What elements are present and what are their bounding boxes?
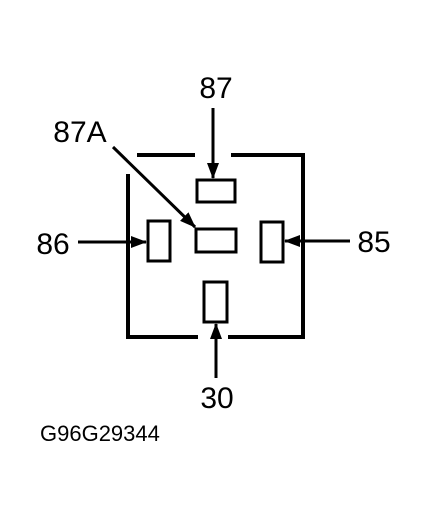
- label-87: 87: [199, 72, 232, 105]
- label-85: 85: [357, 226, 390, 259]
- arrow-87a: [111, 145, 197, 229]
- terminal-85: [259, 220, 285, 264]
- leader-arrows: [78, 108, 350, 378]
- label-86: 86: [36, 228, 69, 261]
- terminal-87a: [194, 227, 238, 254]
- label-87a: 87A: [53, 116, 106, 149]
- terminal-87: [195, 178, 237, 204]
- terminal-30: [202, 280, 229, 324]
- figure-reference-code: G96G29344: [40, 421, 160, 446]
- pin-terminals: [146, 178, 285, 324]
- label-30: 30: [200, 382, 233, 415]
- relay-housing: [126, 153, 305, 339]
- terminal-86: [146, 219, 172, 263]
